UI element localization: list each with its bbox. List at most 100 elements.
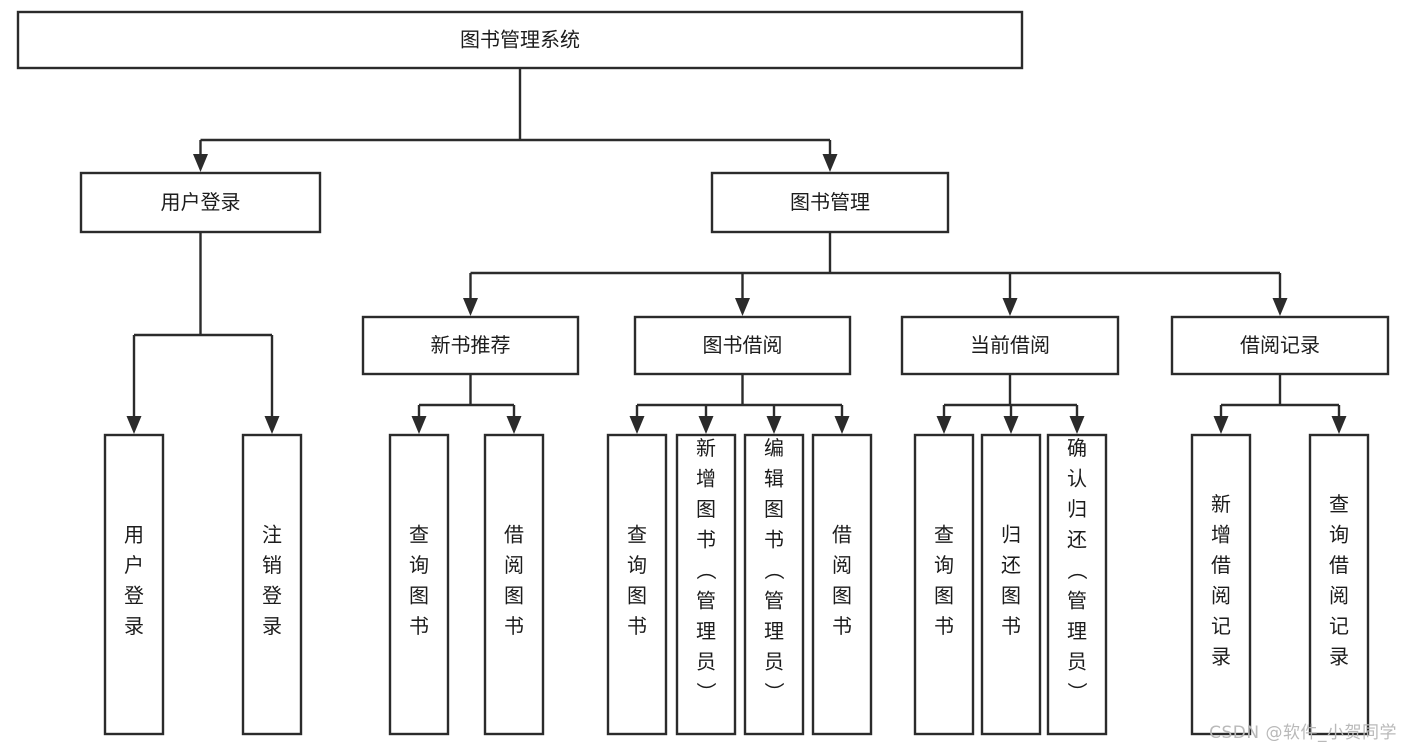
node-label-char: 增 — [1211, 523, 1231, 547]
node-box[interactable] — [16, 10, 1024, 70]
node-box[interactable] — [1046, 433, 1108, 736]
node-label-char: 员 — [1067, 650, 1087, 674]
node-label-char: 书 — [409, 614, 429, 638]
node-box[interactable] — [913, 433, 975, 736]
node-label-char: 记 — [1329, 614, 1349, 638]
node-label-char: （ — [762, 560, 786, 580]
node-label-char: ） — [1065, 682, 1089, 702]
node-box[interactable] — [900, 315, 1120, 376]
node-label-char: 员 — [696, 650, 716, 674]
node-box[interactable] — [811, 433, 873, 736]
node-label-char: 录 — [1211, 645, 1231, 669]
node-label-char: 询 — [934, 553, 954, 577]
node-label-char: 图 — [409, 584, 429, 608]
arrow-head-icon — [766, 416, 782, 434]
node-box[interactable] — [79, 171, 322, 234]
node-label-char: ） — [762, 682, 786, 702]
node-label-char: 录 — [124, 614, 144, 638]
node-label-char: 图 — [627, 584, 647, 608]
node-box[interactable] — [1308, 433, 1370, 736]
node-box[interactable] — [606, 433, 668, 736]
node-box[interactable] — [633, 315, 852, 376]
node-label-char: 借 — [1329, 553, 1349, 577]
node-label-char: 图 — [696, 497, 716, 521]
arrow-head-icon — [1002, 298, 1018, 316]
node-label-char: 辑 — [764, 467, 784, 491]
node-label-char: 查 — [934, 523, 954, 547]
node-borrow-record[interactable]: 借阅记录 — [1170, 315, 1390, 376]
node-label-char: ） — [694, 682, 718, 702]
node-new-book-rec[interactable]: 新书推荐 — [361, 315, 580, 376]
node-current-borrow[interactable]: 当前借阅 — [900, 315, 1120, 376]
node-leaf-user-login[interactable]: 用户登录 — [103, 433, 165, 736]
node-box[interactable] — [483, 433, 545, 736]
node-box[interactable] — [1170, 315, 1390, 376]
node-label-char: （ — [694, 560, 718, 580]
node-label-char: 管 — [1067, 589, 1087, 613]
node-label-char: 书 — [832, 614, 852, 638]
node-label-char: 注 — [262, 523, 282, 547]
node-label-char: 图 — [832, 584, 852, 608]
node-label-char: 登 — [262, 584, 282, 608]
node-label-char: 图 — [764, 497, 784, 521]
node-label-char: 图 — [1001, 584, 1021, 608]
node-box[interactable] — [103, 433, 165, 736]
node-box[interactable] — [980, 433, 1042, 736]
node-box[interactable] — [388, 433, 450, 736]
node-book-borrow[interactable]: 图书借阅 — [633, 315, 852, 376]
node-label: 用户登录 — [161, 190, 241, 214]
node-label-char: 询 — [409, 553, 429, 577]
node-box[interactable] — [675, 433, 737, 736]
arrow-head-icon — [411, 416, 427, 434]
node-label-char: 登 — [124, 584, 144, 608]
node-root[interactable]: 图书管理系统 — [16, 10, 1024, 70]
arrow-head-icon — [264, 416, 280, 434]
node-label-char: 书 — [1001, 614, 1021, 638]
node-label-char: 用 — [124, 523, 144, 547]
node-label-char: 记 — [1211, 614, 1231, 638]
node-user-login[interactable]: 用户登录 — [79, 171, 322, 234]
node-label-char: 书 — [764, 528, 784, 552]
node-box[interactable] — [743, 433, 805, 736]
node-label-char: 还 — [1067, 528, 1087, 552]
node-label-char: 查 — [627, 523, 647, 547]
arrow-head-icon — [735, 298, 750, 316]
node-box[interactable] — [710, 171, 950, 234]
node-label-char: 理 — [764, 619, 784, 643]
node-label-char: 确 — [1067, 436, 1087, 460]
node-label-char: 图 — [504, 584, 524, 608]
node-label-char: 借 — [832, 523, 852, 547]
node-label-char: 录 — [262, 614, 282, 638]
arrow-head-icon — [463, 298, 478, 316]
node-box[interactable] — [361, 315, 580, 376]
node-label-char: （ — [1065, 560, 1089, 580]
node-label-char: 新 — [696, 436, 716, 460]
node-label-char: 增 — [696, 467, 716, 491]
node-box[interactable] — [241, 433, 303, 736]
arrow-head-icon — [1272, 298, 1288, 316]
node-label-char: 借 — [1211, 553, 1231, 577]
node-box[interactable] — [1190, 433, 1252, 736]
node-label-char: 询 — [627, 553, 647, 577]
node-label-char: 图 — [934, 584, 954, 608]
node-label-char: 销 — [262, 553, 282, 577]
node-label-char: 阅 — [832, 553, 852, 577]
arrow-head-icon — [1003, 416, 1019, 434]
arrow-head-icon — [126, 416, 142, 434]
node-book-manage[interactable]: 图书管理 — [710, 171, 950, 234]
node-label-char: 归 — [1067, 497, 1087, 521]
